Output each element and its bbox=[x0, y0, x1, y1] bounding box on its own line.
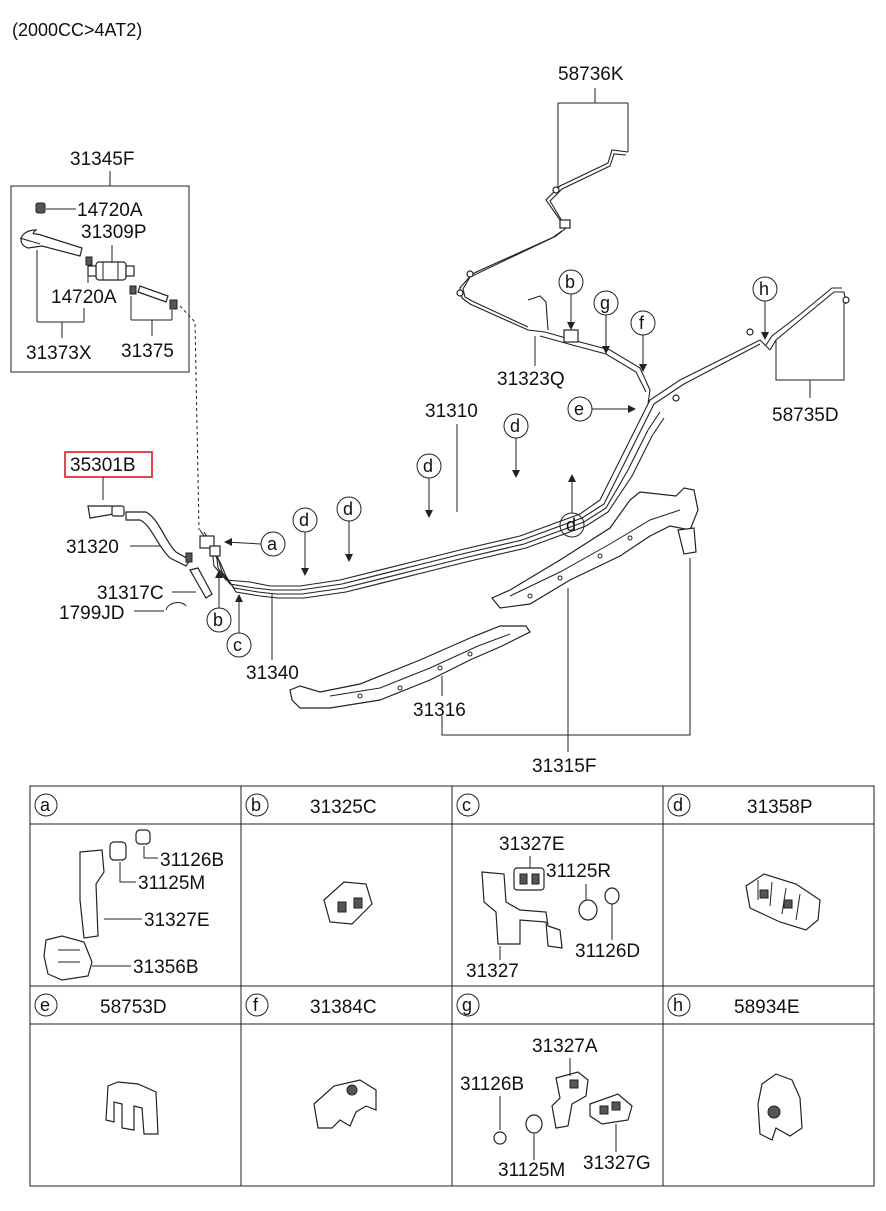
svg-text:g: g bbox=[600, 293, 610, 313]
pipe-assembly-31310[interactable] bbox=[199, 287, 850, 599]
svg-text:a: a bbox=[267, 534, 278, 554]
part-label-31320[interactable]: 31320 bbox=[66, 537, 119, 558]
part-label-58736K[interactable]: 58736K bbox=[558, 64, 624, 85]
svg-text:c: c bbox=[233, 635, 242, 655]
clamp-icon bbox=[35, 202, 46, 214]
part-label-31323Q[interactable]: 31323Q bbox=[497, 369, 565, 390]
callout-b-2[interactable]: b bbox=[558, 269, 584, 330]
legend-cell-g: g bbox=[456, 993, 633, 1145]
part-label-14720A-1[interactable]: 14720A bbox=[77, 200, 143, 221]
part-label-31126B-a[interactable]: 31126B bbox=[160, 850, 224, 871]
part-label-31327E-a[interactable]: 31327E bbox=[144, 910, 210, 931]
callout-d-3[interactable]: d bbox=[416, 453, 442, 518]
part-label-35301B[interactable]: 35301B bbox=[70, 455, 136, 476]
part-label-31375[interactable]: 31375 bbox=[121, 341, 174, 362]
callout-d-2[interactable]: d bbox=[336, 496, 362, 562]
svg-text:h: h bbox=[673, 995, 683, 1015]
hose-31373X bbox=[19, 229, 83, 257]
fuel-filter-31309P bbox=[87, 261, 135, 281]
callout-e-1[interactable]: e bbox=[567, 396, 636, 422]
part-label-58934E[interactable]: 58934E bbox=[734, 997, 800, 1018]
part-label-31125R-c[interactable]: 31125R bbox=[546, 861, 611, 882]
callout-d-5[interactable]: d bbox=[559, 474, 585, 538]
callout-f-1[interactable]: f bbox=[630, 310, 656, 372]
svg-text:f: f bbox=[253, 995, 259, 1015]
hose-31375 bbox=[129, 285, 178, 310]
part-label-31317C[interactable]: 31317C bbox=[97, 583, 164, 604]
svg-text:e: e bbox=[574, 399, 584, 419]
part-label-31316[interactable]: 31316 bbox=[413, 700, 466, 721]
callout-b-1[interactable]: b bbox=[206, 570, 232, 633]
svg-text:e: e bbox=[40, 995, 50, 1015]
callout-a[interactable]: a bbox=[224, 531, 286, 557]
part-label-31358P[interactable]: 31358P bbox=[747, 797, 813, 818]
hose-31320 bbox=[87, 505, 193, 567]
protector-31315F[interactable] bbox=[491, 487, 699, 609]
part-label-31327-c[interactable]: 31327 bbox=[466, 961, 519, 982]
part-label-14720A-2[interactable]: 14720A bbox=[51, 287, 117, 308]
hose-31317C bbox=[189, 567, 213, 599]
part-label-31315F[interactable]: 31315F bbox=[532, 756, 596, 777]
svg-text:d: d bbox=[566, 515, 576, 535]
part-label-31345F[interactable]: 31345F bbox=[70, 149, 134, 170]
legend-cell-h: h 58934E bbox=[667, 993, 803, 1141]
svg-text:c: c bbox=[462, 795, 471, 815]
part-label-31126B-g[interactable]: 31126B bbox=[460, 1074, 524, 1095]
legend-cell-e: e 58753D bbox=[34, 993, 167, 1135]
part-label-1799JD[interactable]: 1799JD bbox=[59, 603, 125, 624]
leader-58736K bbox=[557, 88, 629, 188]
part-label-31125M-g[interactable]: 31125M bbox=[498, 1160, 565, 1181]
svg-text:g: g bbox=[462, 995, 472, 1015]
svg-text:d: d bbox=[673, 795, 683, 815]
part-label-31356B-a[interactable]: 31356B bbox=[133, 957, 199, 978]
legend-cell-b: b 31325C bbox=[245, 793, 377, 925]
part-label-31327E-c[interactable]: 31327E bbox=[499, 834, 565, 855]
part-label-31327A-g[interactable]: 31327A bbox=[532, 1036, 598, 1057]
part-label-31310[interactable]: 31310 bbox=[425, 401, 478, 422]
legend-cell-d: d 31358P bbox=[667, 793, 821, 931]
callout-d-4[interactable]: d bbox=[503, 413, 529, 478]
part-label-31327G-g[interactable]: 31327G bbox=[583, 1153, 651, 1174]
svg-text:d: d bbox=[510, 416, 520, 436]
part-label-31384C[interactable]: 31384C bbox=[310, 997, 377, 1018]
svg-text:b: b bbox=[213, 610, 223, 630]
part-label-31125M-a[interactable]: 31125M bbox=[138, 873, 205, 894]
pipe-58736K[interactable] bbox=[456, 149, 629, 333]
legend-cell-f: f 31384C bbox=[245, 993, 377, 1129]
part-label-31309P[interactable]: 31309P bbox=[81, 222, 147, 243]
part-label-58735D[interactable]: 58735D bbox=[772, 405, 839, 426]
spec-label: (2000CC>4AT2) bbox=[12, 20, 142, 40]
part-label-31126D-c[interactable]: 31126D bbox=[575, 941, 640, 962]
svg-text:a: a bbox=[40, 795, 51, 815]
svg-text:d: d bbox=[423, 456, 433, 476]
svg-text:d: d bbox=[343, 499, 353, 519]
legend-cell-a: a bbox=[34, 793, 151, 981]
protector-31316[interactable] bbox=[289, 625, 531, 709]
legend-cell-c: c bbox=[456, 793, 620, 949]
part-label-31373X[interactable]: 31373X bbox=[26, 343, 92, 364]
highlight-box-35301B bbox=[64, 451, 153, 478]
callout-c-1[interactable]: c bbox=[226, 594, 252, 658]
callout-g-1[interactable]: g bbox=[593, 290, 619, 354]
part-label-58753D[interactable]: 58753D bbox=[100, 997, 167, 1018]
clip-legend-table bbox=[29, 785, 875, 1187]
svg-text:h: h bbox=[759, 279, 769, 299]
svg-text:f: f bbox=[639, 313, 645, 333]
svg-text:b: b bbox=[251, 795, 261, 815]
kit-box-31345F bbox=[10, 185, 190, 373]
part-label-31340[interactable]: 31340 bbox=[246, 663, 299, 684]
part-label-31325C[interactable]: 31325C bbox=[310, 797, 377, 818]
svg-text:d: d bbox=[299, 510, 309, 530]
svg-text:b: b bbox=[565, 272, 575, 292]
callout-h-1[interactable]: h bbox=[752, 276, 778, 340]
callout-d-1[interactable]: d bbox=[292, 507, 318, 576]
